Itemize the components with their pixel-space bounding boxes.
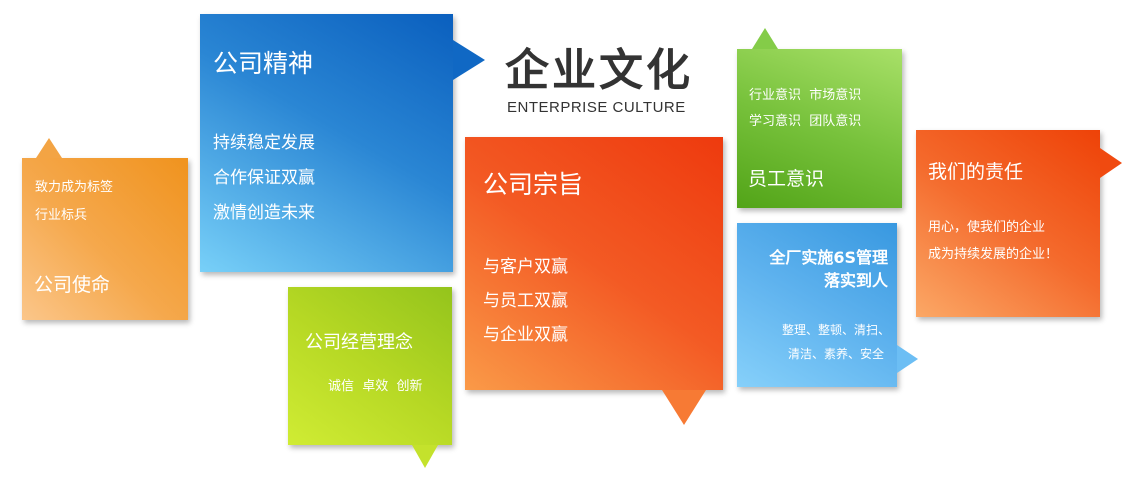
purpose-title: 公司宗旨	[483, 170, 584, 199]
mission-title: 公司使命	[34, 274, 111, 296]
page-subtitle: ENTERPRISE CULTURE	[507, 99, 686, 116]
speech-tail-down-icon	[662, 390, 706, 425]
purpose-line: 与员工双赢	[483, 291, 568, 311]
speech-tail-up-icon	[752, 28, 778, 49]
purpose-line: 与客户双赢	[483, 257, 568, 277]
six-s-title: 落实到人	[823, 271, 888, 290]
speech-tail-right-icon	[1100, 148, 1122, 178]
spirit-line: 持续稳定发展	[213, 133, 315, 153]
spirit-line: 合作保证双赢	[213, 168, 315, 188]
responsibility-title: 我们的责任	[928, 161, 1024, 183]
six-s-line: 清洁、素养、安全	[787, 347, 884, 361]
purpose-line: 与企业双赢	[483, 325, 568, 345]
philosophy-card: 公司经营理念 诚信 卓效 创新	[288, 287, 452, 468]
speech-tail-right-icon	[897, 345, 918, 373]
spirit-line: 激情创造未来	[213, 203, 315, 223]
spirit-card: 公司精神 持续稳定发展 合作保证双赢 激情创造未来	[200, 14, 485, 272]
six-s-line: 整理、整顿、清扫、	[781, 323, 890, 337]
speech-tail-up-icon	[36, 138, 62, 158]
responsibility-line: 用心，使我们的企业	[928, 220, 1046, 235]
philosophy-title: 公司经营理念	[305, 332, 413, 353]
speech-tail-right-icon	[453, 40, 485, 80]
awareness-card: 行业意识 市场意识 学习意识 团队意识 员工意识	[737, 28, 902, 208]
awareness-line: 学习意识 团队意识	[749, 114, 862, 129]
purpose-card: 公司宗旨 与客户双赢 与员工双赢 与企业双赢	[465, 137, 723, 425]
mission-card: 致力成为标签 行业标兵 公司使命	[22, 138, 188, 320]
mission-line: 致力成为标签	[35, 180, 114, 195]
philosophy-line: 诚信 卓效 创新	[328, 379, 423, 394]
six-s-card: 全厂实施6S管理 落实到人 整理、整顿、清扫、 清洁、素养、安全	[737, 223, 918, 387]
responsibility-line: 成为持续发展的企业！	[928, 247, 1059, 262]
spirit-title: 公司精神	[213, 49, 314, 78]
responsibility-card: 我们的责任 用心，使我们的企业 成为持续发展的企业！	[916, 130, 1122, 317]
mission-line: 行业标兵	[35, 208, 88, 223]
page-title: 企业文化	[505, 45, 693, 96]
speech-tail-down-icon	[412, 445, 438, 468]
awareness-line: 行业意识 市场意识	[749, 88, 862, 103]
awareness-title: 员工意识	[748, 168, 825, 190]
six-s-title: 全厂实施6S管理	[769, 248, 888, 267]
